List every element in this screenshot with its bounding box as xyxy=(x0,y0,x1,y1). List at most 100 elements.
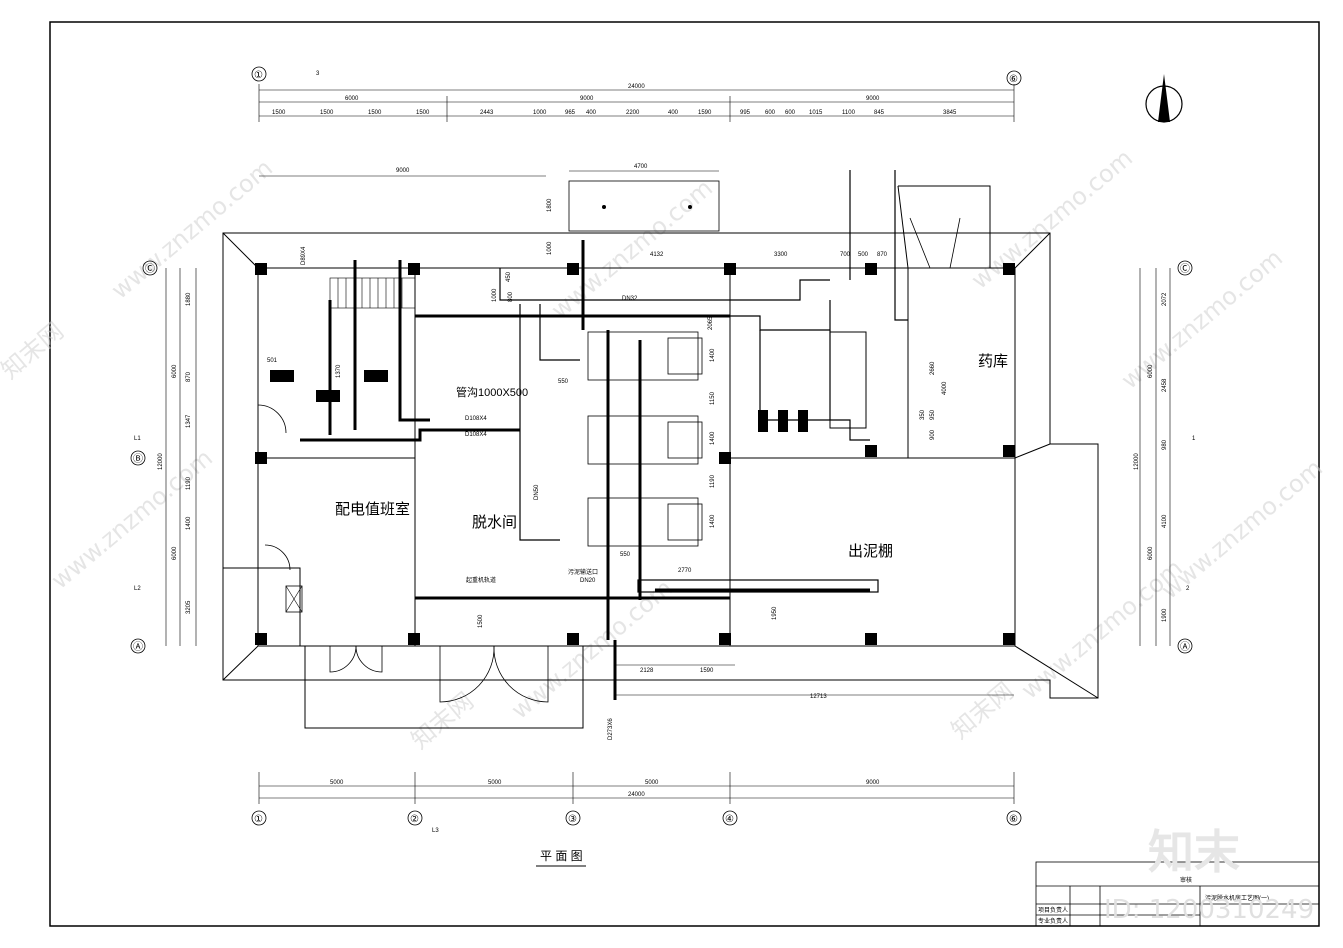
watermark-site: www.znzmo.com xyxy=(106,154,278,305)
watermark-brand: 知末网 xyxy=(946,677,1019,745)
watermark-layer: www.znzmo.com www.znzmo.com www.znzmo.co… xyxy=(0,144,1328,755)
dimension-label: 6000 xyxy=(172,546,178,560)
dimension-label: 4000 xyxy=(942,381,948,395)
dimension-label: 1500 xyxy=(368,110,382,116)
grid-col-1-bottom: ① xyxy=(254,814,263,825)
room-sludge-shed: 出泥棚 xyxy=(848,542,893,560)
sludge-tank xyxy=(568,180,720,232)
grid-column-markers xyxy=(251,66,1022,826)
dim-top-seg-3: 9000 xyxy=(866,96,880,102)
watermark-site: www.znzmo.com xyxy=(1016,554,1188,705)
grid-col-6-top: ⑥ xyxy=(1009,74,1018,85)
annotation-d273: D273X6 xyxy=(608,718,614,740)
dimension-label: 550 xyxy=(558,379,569,385)
dim-mid-3: 700 xyxy=(840,252,851,258)
watermark-site: www.znzmo.com xyxy=(506,574,678,725)
grid-row-c-left: Ⓒ xyxy=(145,263,155,275)
dimension-label: 870 xyxy=(186,371,192,382)
section-mark-l3: L3 xyxy=(432,828,439,834)
dimension-label: 1000 xyxy=(533,110,547,116)
dim-bottom-total: 24000 xyxy=(628,792,645,798)
sludge-pumps xyxy=(270,370,388,402)
dim-bottom-4: 9000 xyxy=(866,780,880,786)
dimension-label: 1015 xyxy=(809,110,823,116)
watermark-brand: 知末网 xyxy=(0,317,69,385)
dimension-label: 1400 xyxy=(710,514,716,528)
dewatering-machines xyxy=(587,331,703,547)
electrical-cabinet xyxy=(285,585,303,613)
dimension-label: 1190 xyxy=(186,476,192,490)
secondary-pipelines xyxy=(499,170,908,541)
watermark-brand: 知末网 xyxy=(406,687,479,755)
dimension-label: 6000 xyxy=(172,364,178,378)
dimension-label: 2200 xyxy=(626,110,640,116)
structural-columns xyxy=(255,263,1015,645)
section-mark-l2: L2 xyxy=(134,586,141,592)
dimension-label: 3845 xyxy=(943,110,957,116)
dimension-label: 1100 xyxy=(842,110,856,116)
dimension-label: 1150 xyxy=(710,391,716,405)
dimension-label: 1950 xyxy=(772,606,778,620)
title-block-header: 审核 xyxy=(1180,876,1192,884)
stair xyxy=(329,277,416,309)
dimension-label: 600 xyxy=(765,110,776,116)
dimension-label: 400 xyxy=(668,110,679,116)
plan-title: 平 面 图 xyxy=(540,849,583,863)
watermark-site: www.znzmo.com xyxy=(46,444,218,595)
inner-dimensions: 2660 4000 950 900 550 1400 1150 1400 119… xyxy=(267,271,948,628)
dim-bottom-2: 5000 xyxy=(488,780,502,786)
grid-col-3-bottom: ③ xyxy=(568,814,577,825)
annotation-outlet: 污泥输送口 xyxy=(568,568,598,576)
dim-mid-4: 500 xyxy=(858,252,869,258)
dimension-label: 1400 xyxy=(710,431,716,445)
dim-top-total: 24000 xyxy=(628,84,645,90)
grid-row-b-left: Ⓑ xyxy=(133,453,143,465)
grid-row-a-left: Ⓐ xyxy=(133,641,143,653)
dim-mid-5: 870 xyxy=(877,252,888,258)
section-mark-1: 1 xyxy=(1192,436,1196,442)
dimension-label: 900 xyxy=(930,429,936,440)
dimension-label: 1000 xyxy=(492,288,498,302)
room-power: 配电值班室 xyxy=(335,500,410,518)
section-mark-3: 3 xyxy=(316,71,320,77)
doors xyxy=(257,217,961,703)
title-block-sheet: 污泥脱水机房工艺图(一) xyxy=(1205,894,1269,902)
dimension-label: 6000 xyxy=(1148,546,1154,560)
dimension-label: 1500 xyxy=(272,110,286,116)
dimension-label: 980 xyxy=(1162,439,1168,450)
dimension-label: 2770 xyxy=(678,568,692,574)
dimension-label: 1190 xyxy=(710,474,716,488)
dimension-label: 1500 xyxy=(320,110,334,116)
right-side-dims: 2072 6000 2458 12000 980 4100 6000 1900 xyxy=(1134,292,1168,622)
dimension-label: 6000 xyxy=(1148,364,1154,378)
dim-left-span: 9000 xyxy=(396,168,410,174)
dimension-label: 3205 xyxy=(186,600,192,614)
screw-conveyor xyxy=(637,579,879,593)
dimension-label: 2065 xyxy=(708,316,714,330)
watermark-site: www.znzmo.com xyxy=(966,144,1138,295)
grid-col-6-bottom: ⑥ xyxy=(1009,814,1018,825)
dimension-label: 965 xyxy=(565,110,576,116)
dimension-label: 1880 xyxy=(186,292,192,306)
dimension-label: 4100 xyxy=(1162,514,1168,528)
title-block-row-1: 项目负责人 xyxy=(1038,906,1068,914)
title-block xyxy=(1035,861,1320,927)
dimension-label: 12000 xyxy=(158,453,164,470)
dim-tank-height: 1800 xyxy=(547,198,553,212)
dimension-label: 550 xyxy=(620,552,631,558)
chemical-tank xyxy=(829,331,867,429)
section-mark-l1: L1 xyxy=(134,436,141,442)
dimension-label: 1347 xyxy=(186,414,192,428)
dimension-label: 2458 xyxy=(1162,378,1168,392)
annotation-d108-a: D108X4 xyxy=(465,416,487,422)
dim-mid-2: 3300 xyxy=(774,252,788,258)
grid-col-4-bottom: ④ xyxy=(725,814,734,825)
annotation-d108-b: D108X4 xyxy=(465,432,487,438)
dim-mid-1: 4132 xyxy=(650,252,664,258)
dimension-label: 1400 xyxy=(186,516,192,530)
dimension-label: 2443 xyxy=(480,110,494,116)
annotation-duct: 管沟1000X500 xyxy=(456,385,528,399)
dim-tank-gap: 1000 xyxy=(547,241,553,255)
dim-pipe-2: 1590 xyxy=(700,668,714,674)
